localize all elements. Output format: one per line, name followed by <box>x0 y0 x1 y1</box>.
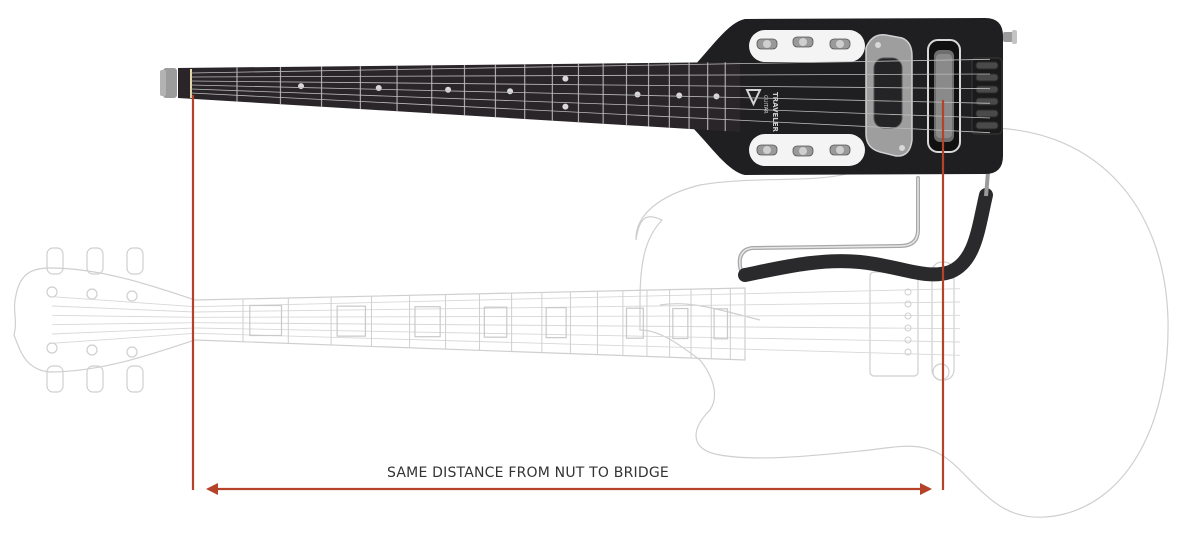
traveler-string <box>190 88 991 119</box>
full-guitar-string <box>194 322 961 330</box>
full-guitar-tuner-post <box>126 346 138 358</box>
full-guitar-string-head <box>51 327 196 335</box>
full-guitar-string <box>194 314 961 318</box>
full-guitar-strings <box>51 288 961 356</box>
full-guitar-string-head <box>51 296 196 308</box>
full-guitar-headstock-outline <box>13 267 196 373</box>
traveler-string <box>190 92 991 134</box>
full-guitar-tuners <box>46 247 144 393</box>
full-guitar-inlay <box>672 307 689 340</box>
full-guitar-pole-piece <box>904 300 912 308</box>
full-guitar-pole-piece <box>904 336 912 344</box>
full-guitar-string <box>194 332 961 356</box>
distance-caption: SAME DISTANCE FROM NUT TO BRIDGE <box>387 465 669 481</box>
traveler-fretboard <box>178 62 740 132</box>
full-guitar-tuner-key <box>126 365 144 393</box>
neck-pickup <box>865 34 913 157</box>
full-guitar-string-head <box>51 305 196 313</box>
full-guitar-tuner-post <box>46 342 58 354</box>
traveler-logo-text: TRAVELER <box>771 92 779 133</box>
tuning-key <box>756 38 778 50</box>
tuning-key <box>792 145 814 157</box>
full-guitar-tuner-post <box>126 290 138 302</box>
traveler-tuning-keys <box>756 36 851 157</box>
full-guitar-pole-piece <box>904 348 912 356</box>
full-guitar-inlays <box>249 304 729 340</box>
full-guitar-tuner-post <box>86 344 98 356</box>
full-guitar-pole-piece <box>904 312 912 320</box>
traveler-bridge <box>971 57 1003 135</box>
tuning-key <box>829 144 851 156</box>
traveler-string <box>190 80 991 90</box>
full-guitar-body-outline <box>635 127 1169 518</box>
distance-arrow-head-right <box>920 483 932 495</box>
traveler-string <box>190 58 991 74</box>
traveler-inlay-dot <box>562 75 569 82</box>
bridge-pickup <box>927 39 961 153</box>
traveler-inlay-dot <box>298 83 305 90</box>
full-guitar-string-head <box>51 322 196 326</box>
full-guitar-tuner-key <box>86 365 104 393</box>
traveler-logo-icon <box>745 89 762 107</box>
full-guitar-tuner-key <box>86 247 104 275</box>
full-guitar-neck-outline <box>194 287 746 361</box>
distance-arrow-head-left <box>206 483 218 495</box>
traveler-logo-subtext: GUITAR <box>762 95 768 114</box>
full-guitar-frets <box>242 288 731 360</box>
leg-rest-padded-arm <box>738 188 993 282</box>
bridge-saddle <box>975 121 999 130</box>
full-guitar-pickup-outline <box>869 271 919 377</box>
full-guitar-tuner-key <box>46 365 64 393</box>
full-guitar-string <box>194 301 961 313</box>
full-guitar-inlay <box>414 306 441 338</box>
full-guitar-inlay <box>249 304 283 337</box>
full-guitar-string <box>194 288 961 308</box>
full-guitar-inlay <box>713 308 729 340</box>
scale-length-annotation: SAME DISTANCE FROM NUT TO BRIDGE <box>191 95 945 495</box>
full-guitar-tuner-post <box>86 288 98 300</box>
full-guitar-string-head <box>51 314 196 318</box>
traveler-inlay-dot <box>375 84 382 91</box>
leg-rest-post <box>984 171 990 197</box>
full-guitar-inlay <box>336 305 367 337</box>
full-guitar-string-head <box>51 332 196 344</box>
full-guitar-inlay <box>545 307 567 339</box>
full-guitar-string <box>194 327 961 343</box>
traveler-inlay-dot <box>507 88 514 95</box>
full-guitar-tuner-key <box>46 247 64 275</box>
traveler-inlay-dot <box>676 92 683 99</box>
traveler-inlay-dot <box>713 93 720 100</box>
traveler-inlay-dot <box>562 103 569 110</box>
bridge-saddle <box>975 109 999 118</box>
strap-button <box>1003 30 1017 44</box>
leg-rest-rod-highlight <box>739 177 919 277</box>
traveler-logo: TRAVELER GUITAR <box>745 89 779 133</box>
traveler-string <box>190 84 991 104</box>
traveler-strings <box>190 58 991 134</box>
full-guitar-inlay <box>625 307 644 339</box>
traveler-nut <box>163 68 177 98</box>
tuning-key <box>829 38 851 50</box>
full-guitar-pole-piece <box>904 288 912 296</box>
full-guitar-pole-piece <box>904 324 912 332</box>
bridge-saddle <box>975 73 999 82</box>
traveler-string <box>190 73 991 78</box>
full-size-guitar-outline <box>13 127 1169 518</box>
full-guitar-inlay <box>483 306 508 338</box>
traveler-inlay-dot <box>634 91 641 98</box>
traveler-inlay-dot <box>445 86 452 93</box>
full-guitar-bridge-pegs <box>904 288 912 356</box>
tuning-key <box>792 36 814 48</box>
bridge-saddle <box>975 97 999 106</box>
bridge-saddle <box>975 85 999 94</box>
tuning-key <box>756 144 778 156</box>
full-guitar-tuner-post <box>46 286 58 298</box>
bridge-saddle <box>975 61 999 70</box>
full-guitar-tuner-key <box>126 247 144 275</box>
